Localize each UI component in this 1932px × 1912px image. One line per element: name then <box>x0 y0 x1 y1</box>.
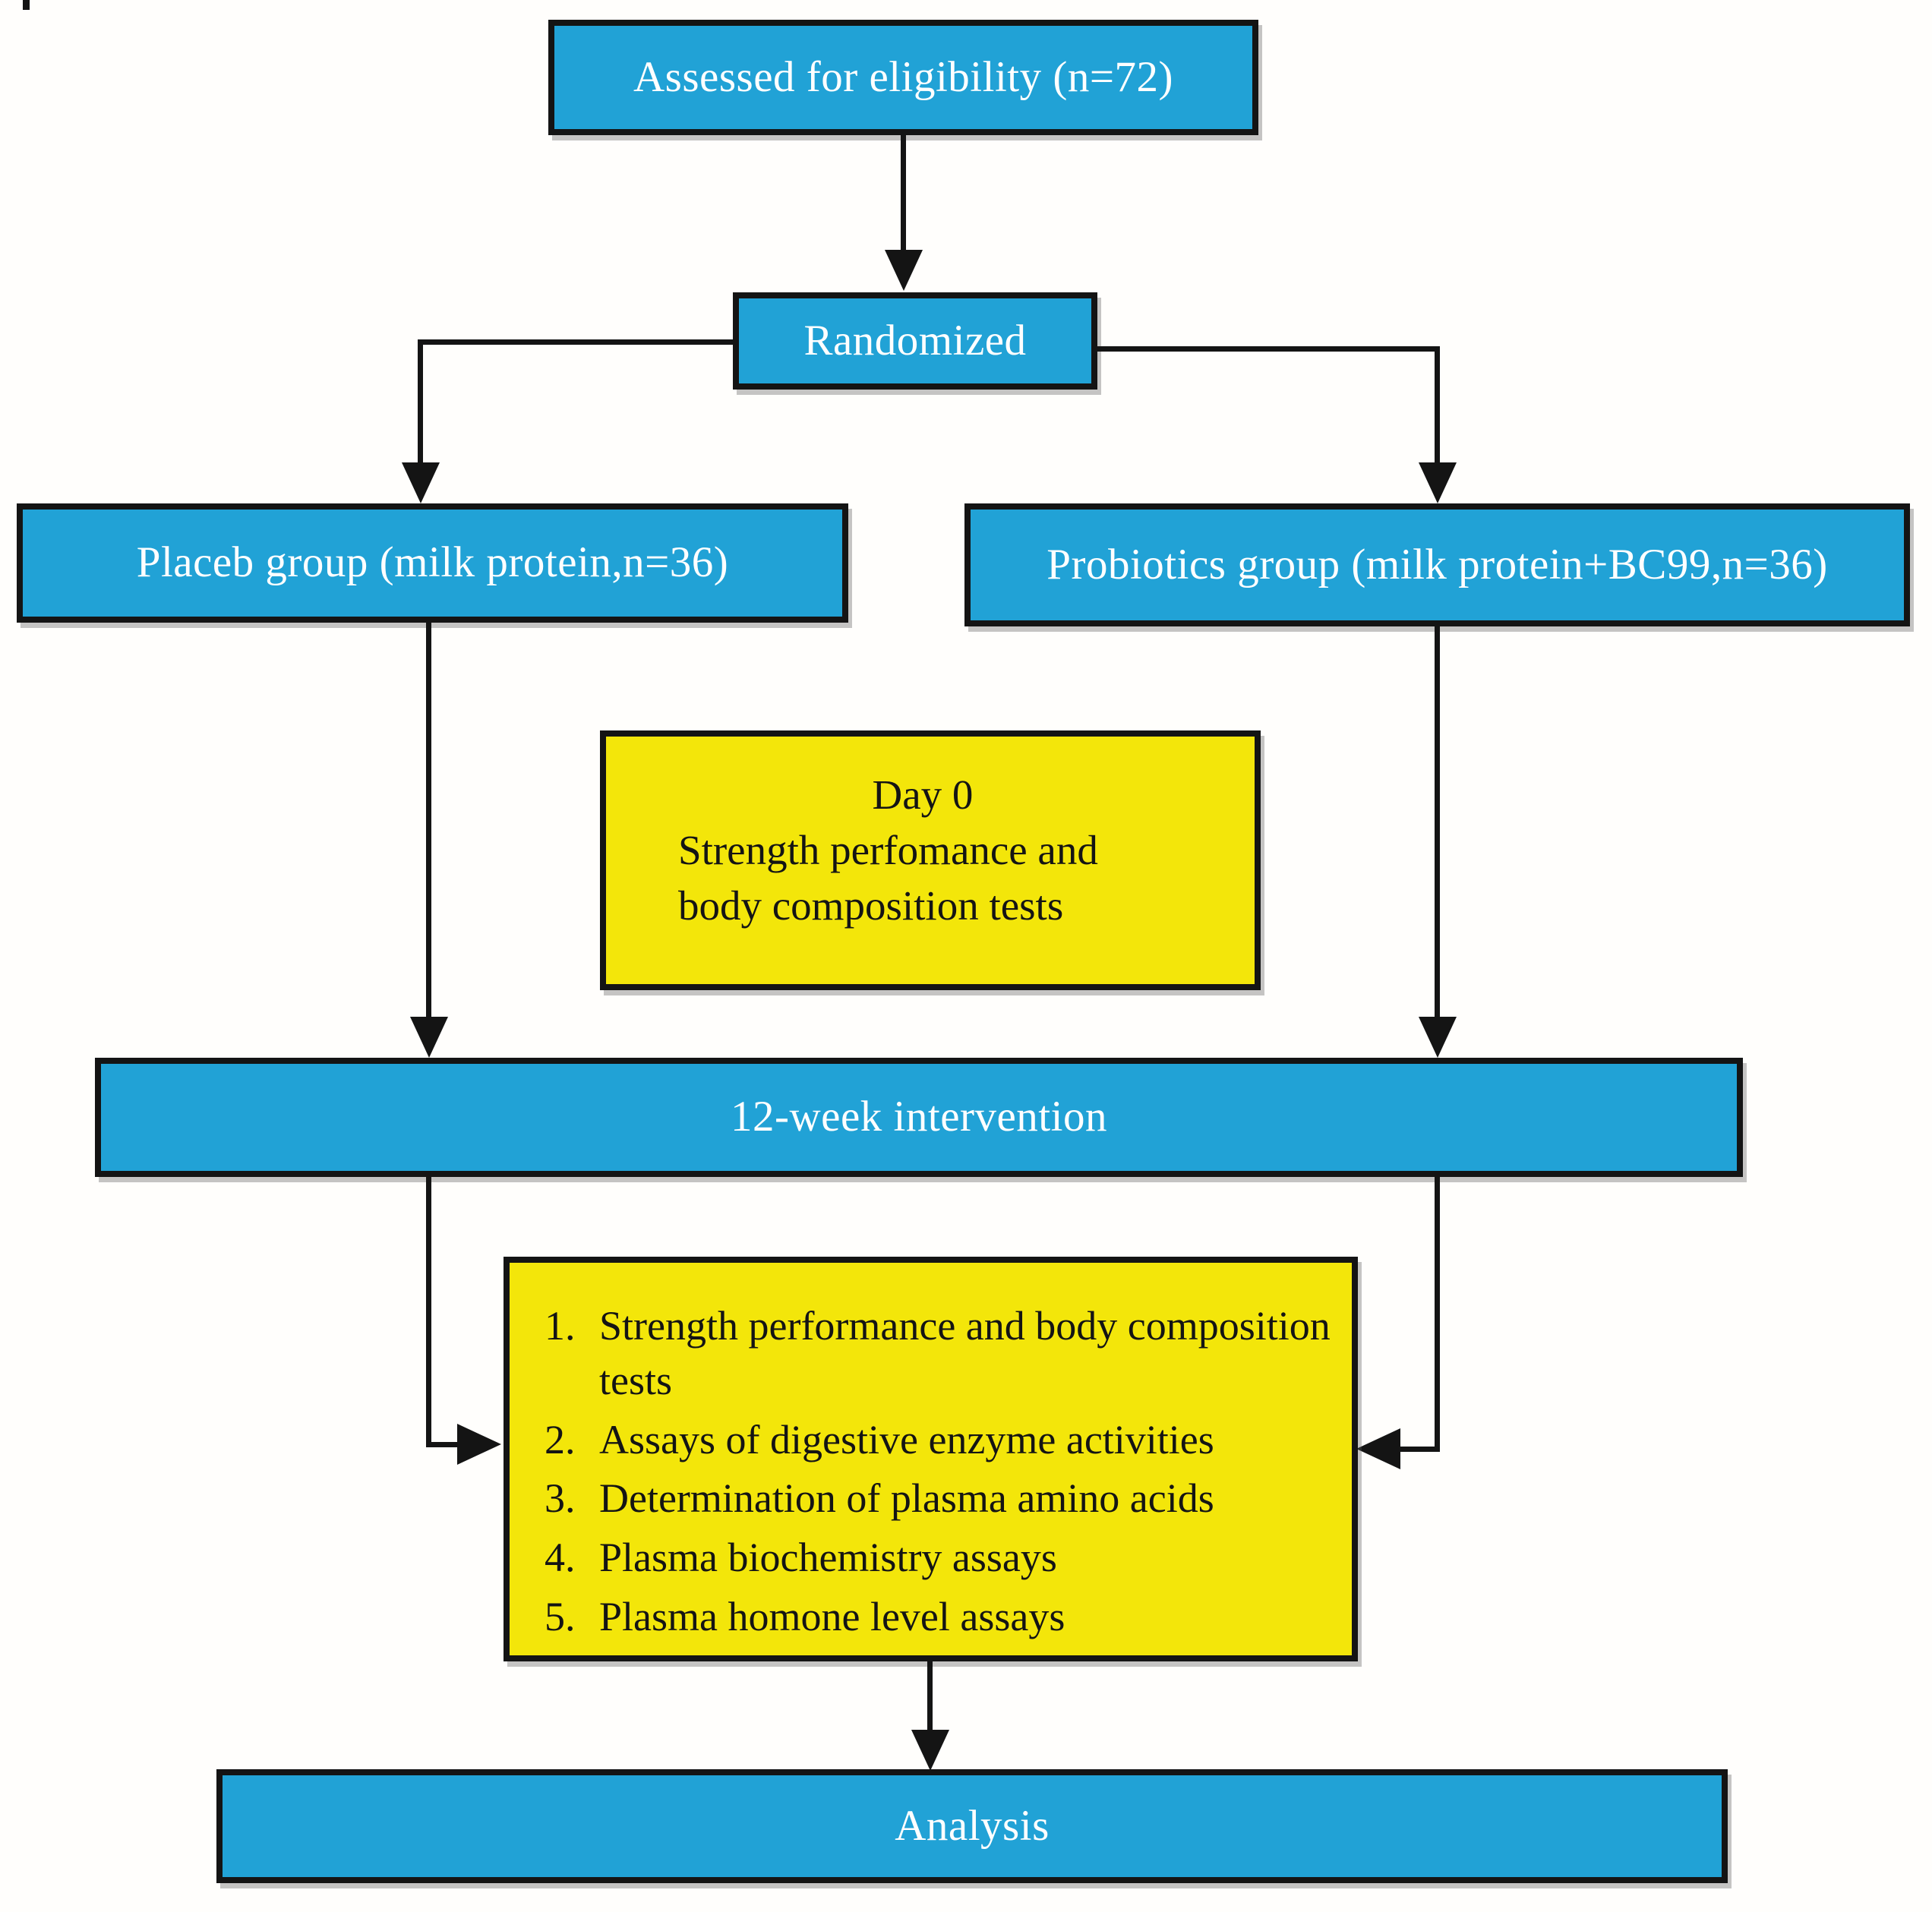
assessed-eligibility-label: Assessed for eligibility (n=72) <box>633 52 1173 101</box>
connector-right-branch-vertical-line <box>1435 346 1440 467</box>
list-item-number: 4. <box>545 1535 576 1581</box>
outcomes-list-box: 1. Strength performance and body composi… <box>504 1257 1358 1661</box>
list-item-number: 3. <box>545 1475 576 1522</box>
day0-line2: body composition tests <box>678 882 1064 929</box>
connector-left-branch-vertical-line <box>418 339 423 467</box>
intervention-label: 12-week intervention <box>731 1093 1107 1141</box>
list-item-number: 1. <box>545 1303 576 1349</box>
connector-placebo-intervention-line <box>426 623 431 1021</box>
arrowhead-down-probiotics-icon <box>1419 462 1457 503</box>
connector-outcomes-analysis-line <box>927 1661 933 1734</box>
connector-assessed-randomized-line <box>901 135 906 253</box>
placebo-group-box: Placeb group (milk protein,n=36) <box>17 503 848 623</box>
analysis-box: Analysis <box>216 1769 1728 1883</box>
list-item-text: Plasma homone level assays <box>599 1594 1065 1640</box>
probiotics-group-box: Probiotics group (milk protein+BC99,n=36… <box>964 503 1910 626</box>
crop-artifact-mark <box>23 0 30 10</box>
list-item-text: Determination of plasma amino acids <box>599 1475 1214 1522</box>
randomized-box: Randomized <box>733 292 1097 390</box>
list-item: 2. Assays of digestive enzyme activities <box>545 1413 1338 1468</box>
arrowhead-right-outcomes-icon <box>457 1424 501 1465</box>
probiotics-group-label: Probiotics group (milk protein+BC99,n=36… <box>1046 540 1828 588</box>
connector-left-branch-horizontal-line <box>418 339 735 345</box>
list-item-text: Strength performance and body compositio… <box>599 1303 1331 1403</box>
arrowhead-down-analysis-icon <box>911 1730 949 1771</box>
arrowhead-left-outcomes-icon <box>1356 1428 1400 1469</box>
day0-title: Day 0 <box>872 771 974 818</box>
list-item: 3. Determination of plasma amino acids <box>545 1472 1338 1526</box>
day0-line1: Strength perfomance and <box>678 827 1098 874</box>
arrowhead-down-randomized-icon <box>885 250 923 291</box>
connector-left-outcomes-vertical-line <box>426 1177 431 1447</box>
assessed-eligibility-box: Assessed for eligibility (n=72) <box>548 20 1258 135</box>
day0-tests-box: Day 0 Strength perfomance and body compo… <box>600 730 1261 990</box>
arrowhead-down-intervention-right-icon <box>1419 1017 1457 1058</box>
connector-right-outcomes-vertical-line <box>1435 1177 1440 1452</box>
list-item: 4. Plasma biochemistry assays <box>545 1531 1338 1585</box>
list-item: 1. Strength performance and body composi… <box>545 1299 1338 1409</box>
list-item-number: 2. <box>545 1416 576 1462</box>
connector-left-outcomes-horizontal-line <box>426 1442 460 1447</box>
analysis-label: Analysis <box>895 1801 1050 1850</box>
list-item-number: 5. <box>545 1594 576 1640</box>
arrowhead-down-placebo-icon <box>402 462 440 503</box>
list-item-text: Plasma biochemistry assays <box>599 1535 1057 1581</box>
connector-right-outcomes-horizontal-line <box>1400 1447 1440 1452</box>
placebo-group-label: Placeb group (milk protein,n=36) <box>136 538 729 587</box>
list-item: 5. Plasma homone level assays <box>545 1590 1338 1645</box>
list-item-text: Assays of digestive enzyme activities <box>599 1416 1214 1462</box>
connector-right-branch-horizontal-line <box>1097 346 1440 352</box>
intervention-box: 12-week intervention <box>95 1058 1743 1177</box>
randomized-label: Randomized <box>803 316 1027 364</box>
connector-probiotics-intervention-line <box>1435 626 1440 1021</box>
arrowhead-down-intervention-left-icon <box>410 1017 448 1058</box>
